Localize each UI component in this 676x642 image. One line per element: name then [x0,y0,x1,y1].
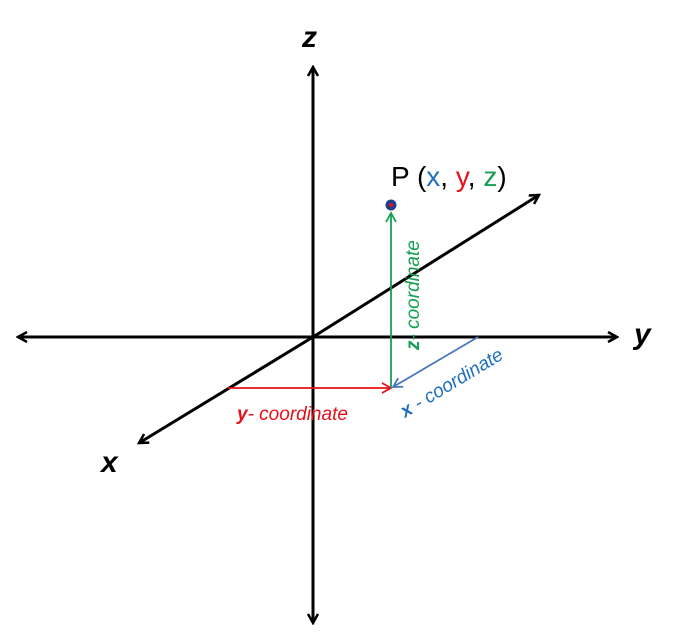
x-axis-label: x [99,446,119,479]
point-p-center [389,203,393,207]
point-y-value: y [456,161,470,192]
x-axis-negative-line [312,195,539,339]
point-p-label: P (x, y, z) [391,161,507,192]
x-coordinate-arrow [391,336,479,388]
x-coordinate-label: x - coordinate [396,344,507,422]
point-z-value: z [483,161,497,192]
point-comma-1: , [440,161,456,192]
point-comma-2: , [468,161,484,192]
y-coordinate-label: y- coordinate [236,404,348,425]
y-axis-label: y [632,318,652,351]
point-name: P [391,161,409,192]
point-open-paren: ( [409,161,427,192]
z-axis-label: z [301,21,317,54]
point-close-paren: ) [497,161,506,192]
x-axis-line [139,335,314,443]
z-coordinate-label: z- coordinate [403,240,424,351]
point-x-value: x [426,161,440,192]
